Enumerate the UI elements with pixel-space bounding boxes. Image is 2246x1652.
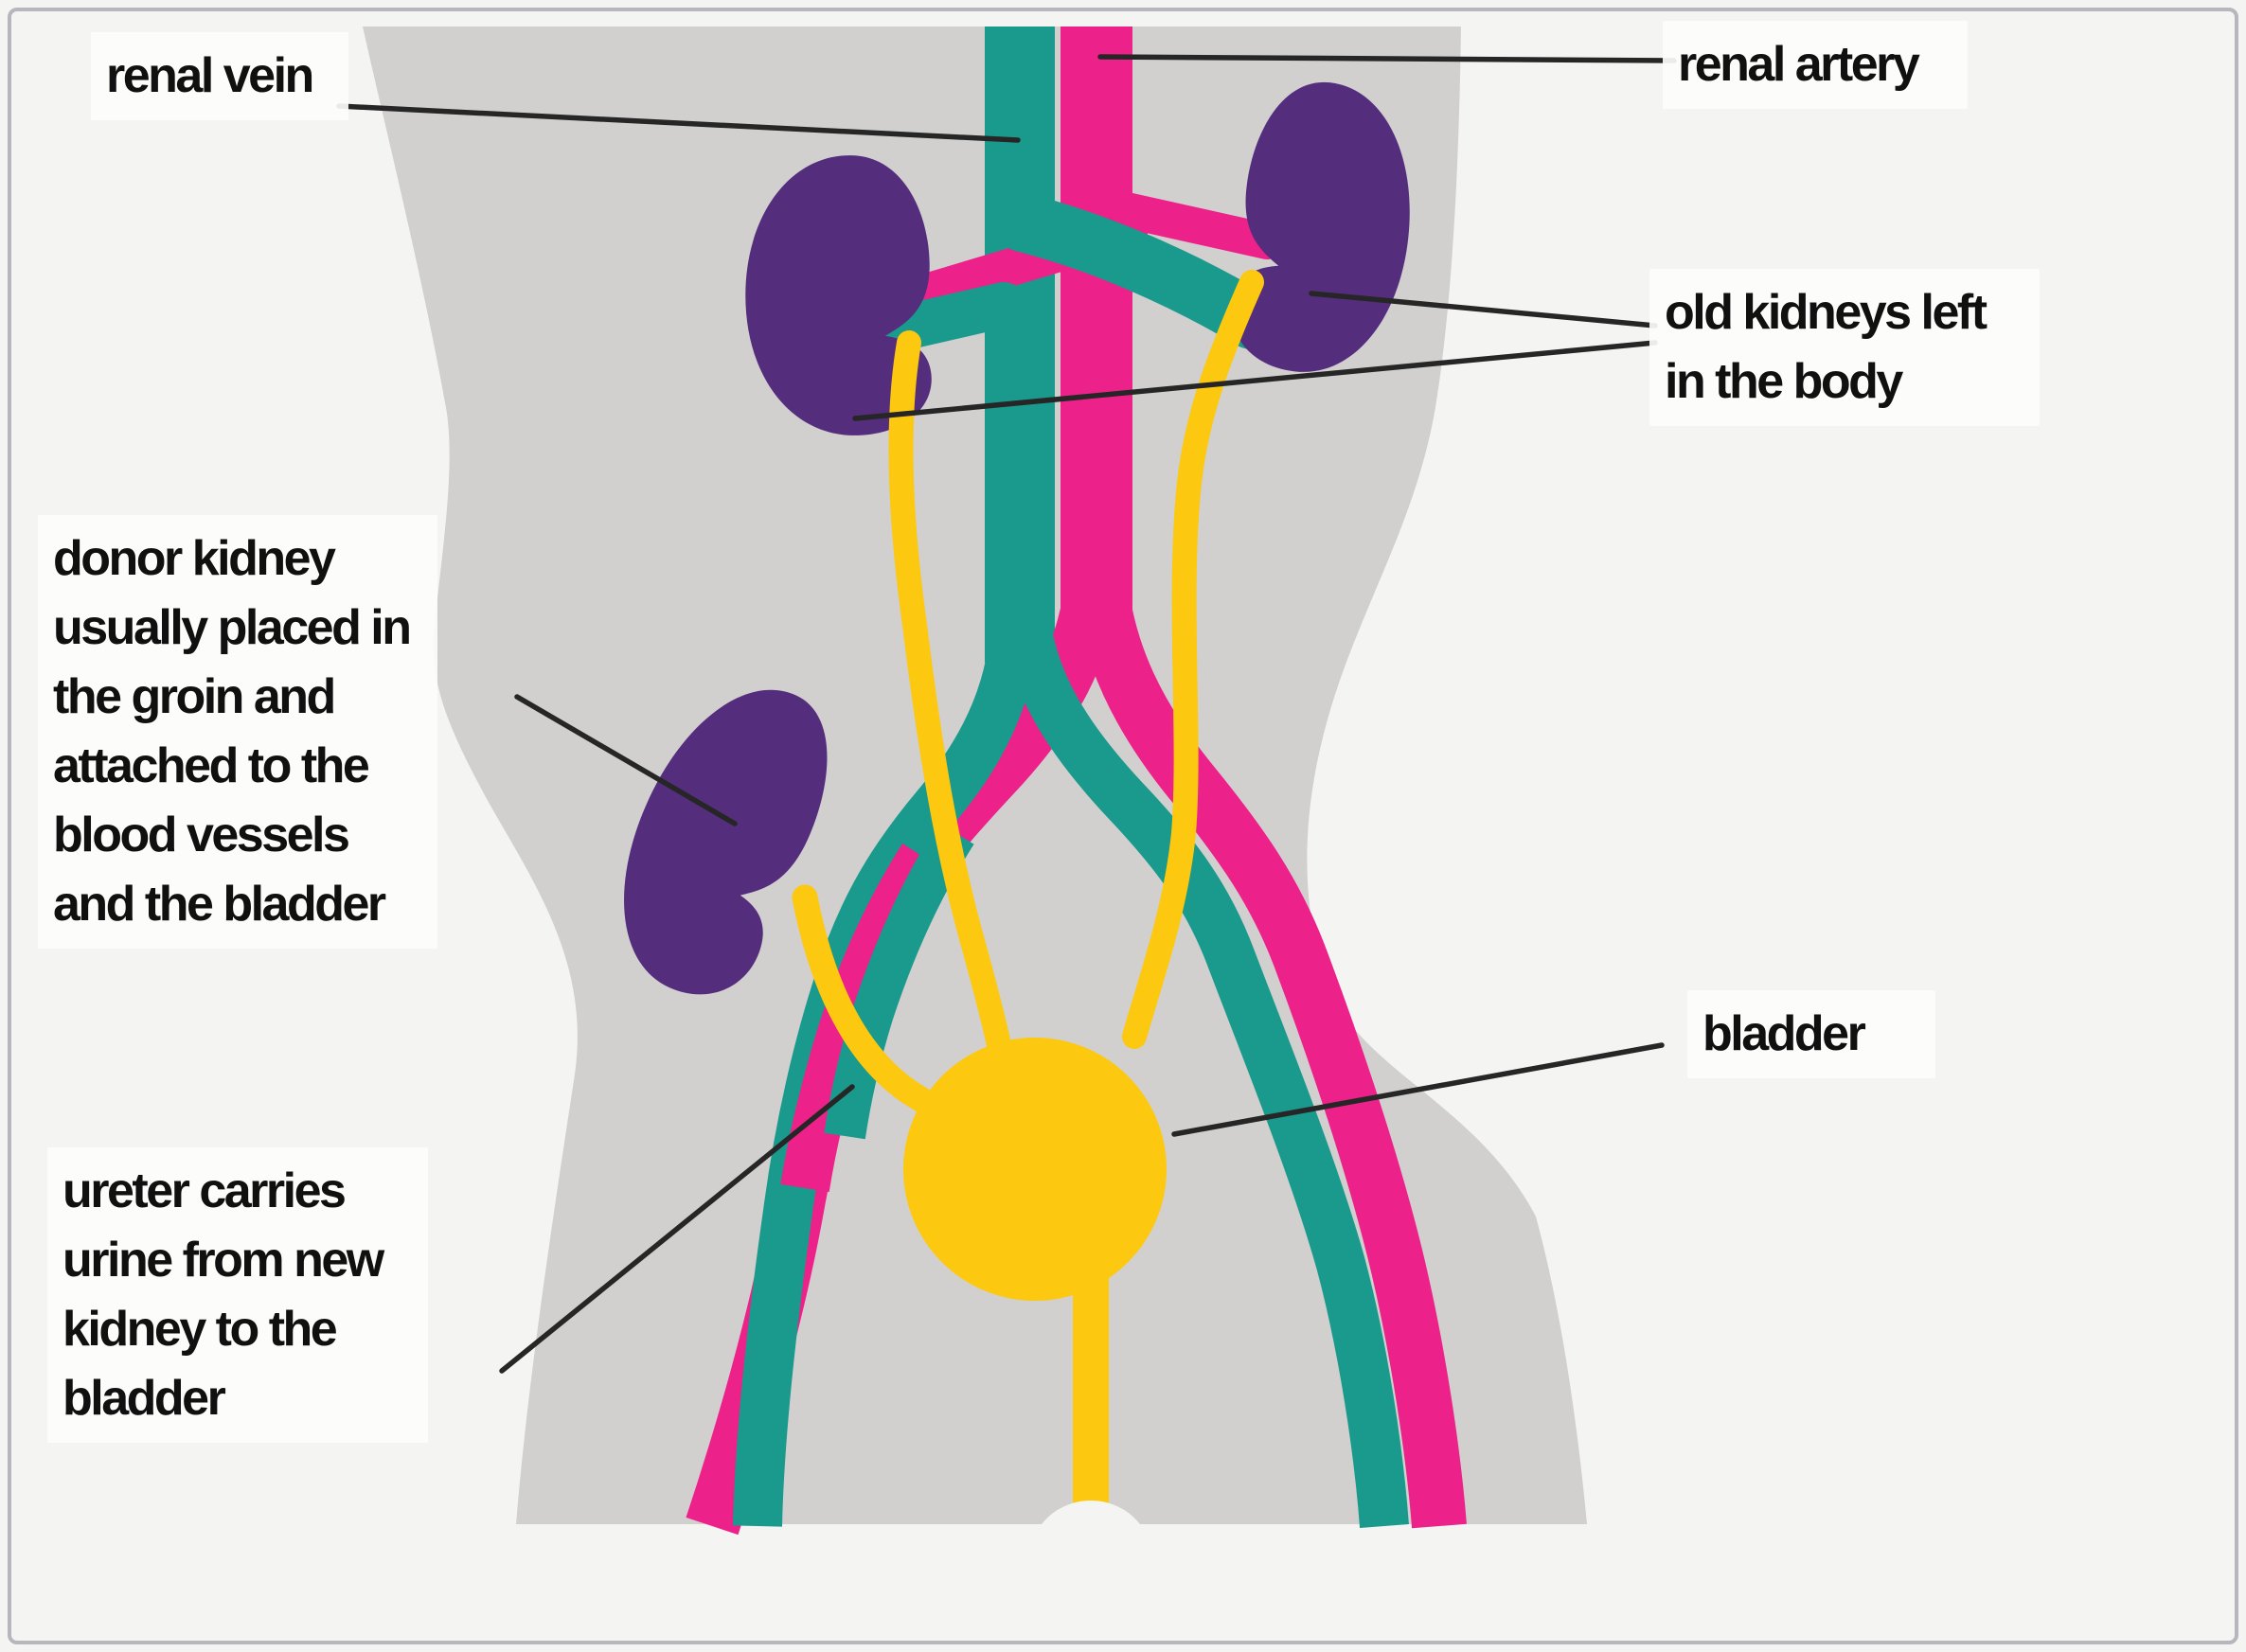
bladder-shape xyxy=(903,1038,1167,1301)
right-renal-vein-branch xyxy=(993,193,1281,349)
right-ureter xyxy=(1122,270,1264,1049)
donor-vein-anastomosis xyxy=(824,822,974,1140)
right-renal-artery-branch xyxy=(1109,192,1285,259)
label-box-ureter: ureter carries urine from new kidney to … xyxy=(47,1147,428,1443)
label-renal-vein: renal vein xyxy=(106,48,314,103)
leader-old-kidney-right xyxy=(1309,291,1658,329)
label-box-old-kidneys: old kidneys left in the body xyxy=(1649,269,2040,426)
right-iliac-artery xyxy=(1072,565,1467,1529)
leader-renal-artery xyxy=(1097,54,1677,63)
label-box-bladder: bladder xyxy=(1687,990,1935,1078)
donor-kidney xyxy=(624,689,828,995)
label-old-kidneys: old kidneys left in the body xyxy=(1665,285,1988,409)
left-old-kidney xyxy=(745,155,932,435)
label-renal-artery: renal artery xyxy=(1678,37,1920,92)
label-box-renal-artery: renal artery xyxy=(1663,21,1968,109)
crotch-notch xyxy=(1030,1501,1151,1614)
left-renal-vein-branch xyxy=(865,282,1026,354)
leader-renal-vein xyxy=(336,103,1021,143)
leader-lines xyxy=(336,54,1677,1374)
label-box-donor-kidney: donor kidney usually placed in the groin… xyxy=(38,515,437,949)
leader-ureter xyxy=(499,1084,855,1374)
leader-bladder xyxy=(1171,1042,1665,1137)
leader-old-kidney-left xyxy=(852,340,1658,421)
right-iliac-vein xyxy=(1000,604,1409,1528)
left-ureter xyxy=(888,330,1014,1071)
label-ureter: ureter carries urine from new kidney to … xyxy=(62,1164,384,1426)
label-donor-kidney: donor kidney usually placed in the groin… xyxy=(53,531,412,932)
leader-donor-kidney xyxy=(514,694,738,826)
label-bladder: bladder xyxy=(1702,1006,1866,1061)
label-box-renal-vein: renal vein xyxy=(91,32,348,120)
